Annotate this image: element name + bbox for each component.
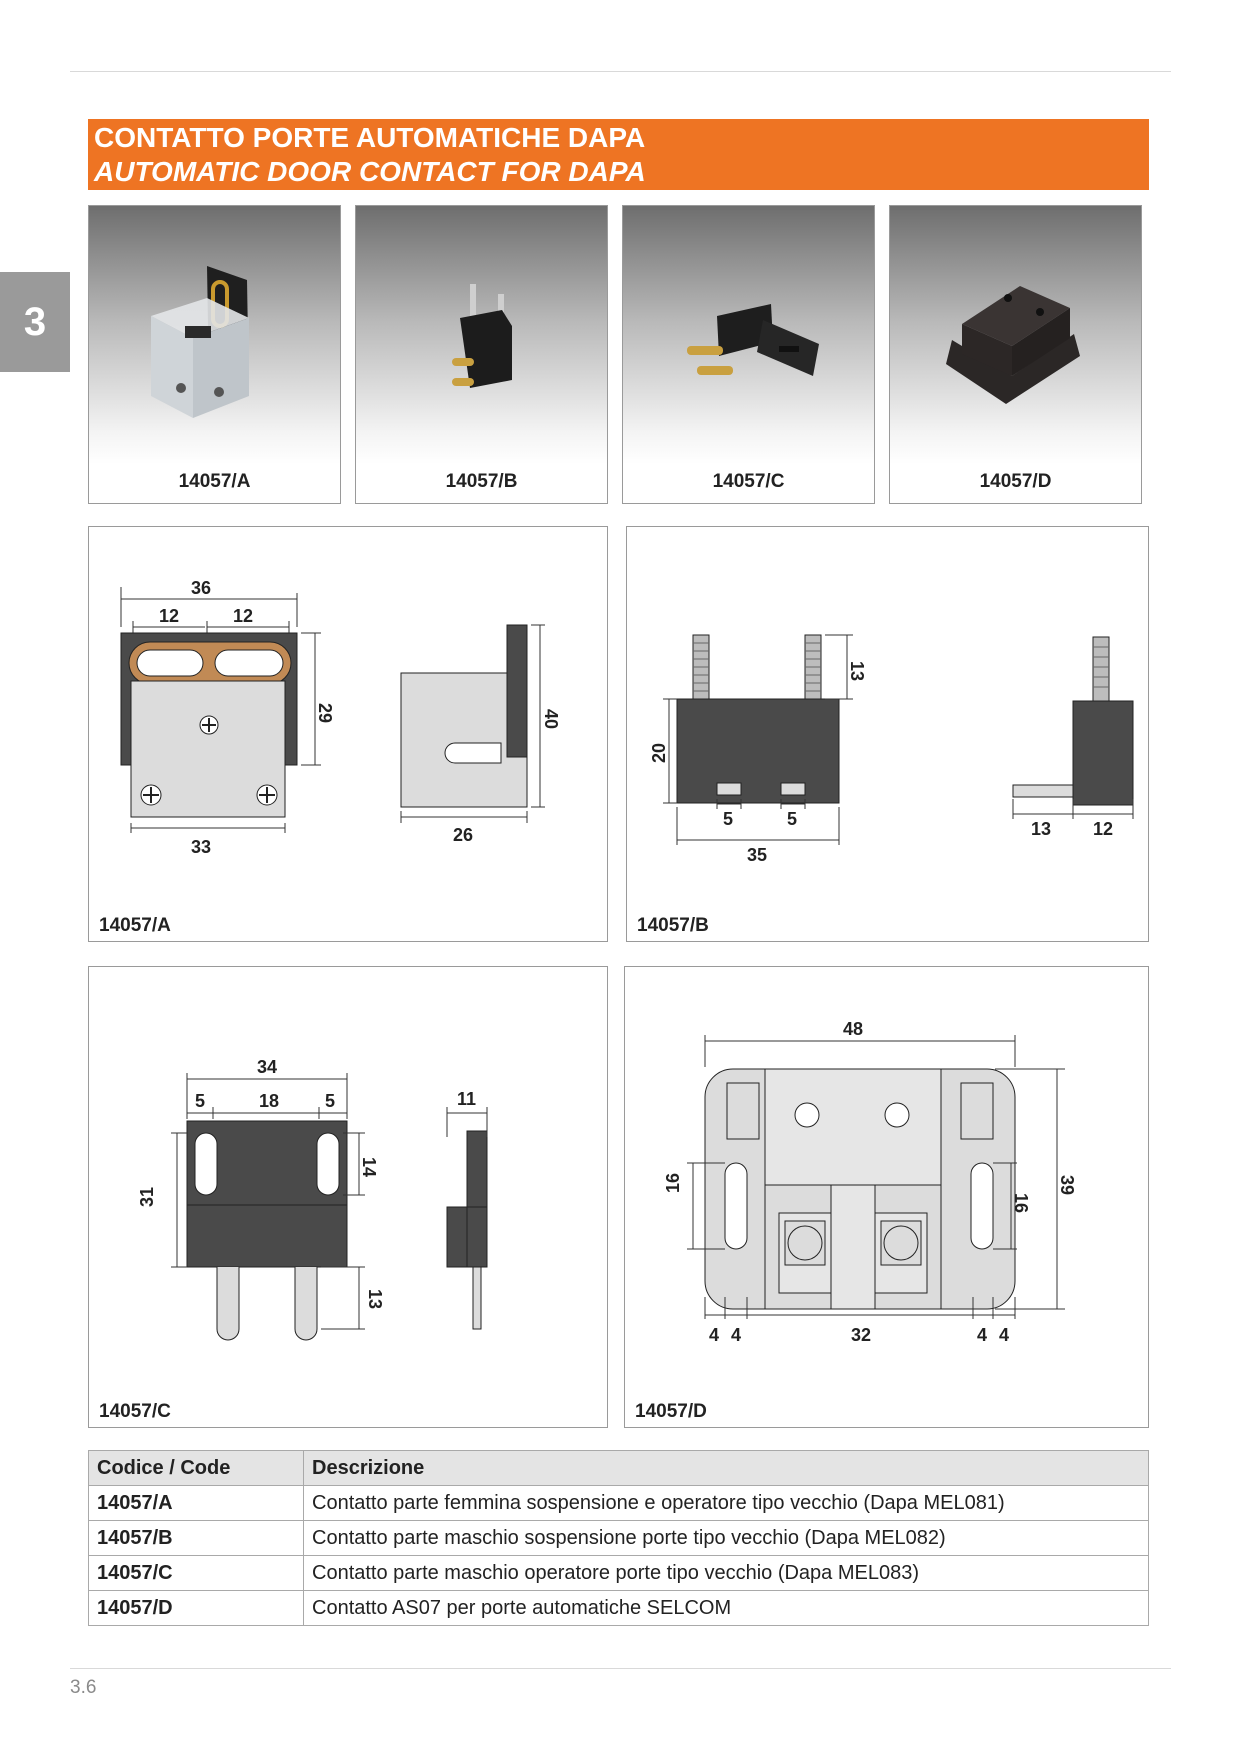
- photo-caption: 14057/A: [178, 471, 251, 492]
- drawing-panel-d: 48 39 16 16 4 4 32 4 4 14057/D: [624, 966, 1149, 1428]
- technical-drawing-b: 13 20 5 5 35 13 12: [649, 634, 1134, 865]
- contact-a-illustration: [151, 266, 249, 418]
- drawing-caption: 14057/C: [99, 1401, 171, 1422]
- row-description: Contatto parte femmina sospensione e ope…: [303, 1485, 1149, 1521]
- dim-bottom-center: 32: [851, 1325, 871, 1345]
- dim-pin-length: 13: [365, 1289, 385, 1309]
- page-number: 3.6: [70, 1677, 97, 1698]
- dim-slot-left: 16: [663, 1173, 683, 1193]
- title-banner: CONTATTO PORTE AUTOMATICHE DAPA AUTOMATI…: [88, 119, 1149, 190]
- contact-b-illustration: [452, 284, 512, 388]
- row-description: Contatto AS07 per porte automatiche SELC…: [303, 1590, 1149, 1626]
- row-code: 14057/A: [88, 1485, 304, 1521]
- product-photo-c: 14057/C: [622, 205, 875, 504]
- header-description: Descrizione: [303, 1450, 1149, 1486]
- dim-total-width: 34: [257, 1057, 277, 1077]
- dim-width: 48: [843, 1019, 863, 1039]
- contact-c-illustration: [687, 304, 819, 376]
- product-photo-b: 14057/B: [355, 205, 608, 504]
- dim-side-pin-length: 13: [1031, 819, 1051, 839]
- table-row: 14057/C Contatto parte maschio operatore…: [88, 1555, 1149, 1591]
- dim-tab-right: 5: [787, 809, 797, 829]
- drawing-caption: 14057/A: [99, 915, 171, 936]
- drawing-caption: 14057/B: [637, 915, 709, 936]
- photo-caption: 14057/C: [712, 471, 785, 492]
- dim-body-width: 35: [747, 845, 767, 865]
- contact-d-illustration: [946, 286, 1080, 404]
- table-row: 14057/A Contatto parte femmina sospensio…: [88, 1485, 1149, 1521]
- dim-bottom-l1: 4: [709, 1325, 719, 1345]
- dim-height: 31: [137, 1187, 157, 1207]
- bottom-rule: [70, 1668, 1171, 1669]
- dim-side-width: 26: [453, 825, 473, 845]
- row-code: 14057/C: [88, 1555, 304, 1591]
- dim-side-height: 40: [541, 709, 561, 729]
- row-code: 14057/D: [88, 1590, 304, 1626]
- photo-caption: 14057/D: [979, 471, 1052, 492]
- technical-drawing-c: 34 5 18 5 31 14 13 11: [137, 1057, 488, 1341]
- header-code: Codice / Code: [88, 1450, 304, 1486]
- dim-side-width: 11: [457, 1089, 476, 1109]
- title-italian: CONTATTO PORTE AUTOMATICHE DAPA: [94, 122, 646, 153]
- row-description: Contatto parte maschio sospensione porte…: [303, 1520, 1149, 1556]
- dim-left: 5: [195, 1091, 205, 1111]
- dim-total-width: 36: [191, 578, 211, 598]
- section-number: 3: [23, 299, 47, 344]
- table-row: 14057/D Contatto AS07 per porte automati…: [88, 1590, 1149, 1626]
- row-code: 14057/B: [88, 1520, 304, 1556]
- drawing-panel-b: 13 20 5 5 35 13 12 14057/B: [626, 526, 1149, 942]
- section-tab[interactable]: 3: [0, 272, 70, 372]
- row-description: Contatto parte maschio operatore porte t…: [303, 1555, 1149, 1591]
- title-english: AUTOMATIC DOOR CONTACT FOR DAPA: [94, 156, 646, 187]
- dim-tab-left: 5: [723, 809, 733, 829]
- dim-bottom-r1: 4: [977, 1325, 987, 1345]
- dim-height-right: 29: [315, 703, 335, 723]
- drawing-caption: 14057/D: [635, 1401, 707, 1422]
- dim-base-width: 33: [191, 837, 211, 857]
- dim-slot-height: 14: [359, 1157, 379, 1177]
- table-header-row: Codice / Code Descrizione: [88, 1450, 1149, 1486]
- product-table: Codice / Code Descrizione 14057/A Contat…: [88, 1450, 1149, 1626]
- dim-center: 18: [259, 1091, 279, 1111]
- drawing-panel-c: 34 5 18 5 31 14 13 11 14057/C: [88, 966, 608, 1428]
- dim-left-slot: 12: [159, 606, 179, 626]
- dim-slot-right: 16: [1011, 1193, 1031, 1213]
- product-photo-d: 14057/D: [889, 205, 1142, 504]
- dim-bottom-l2: 4: [731, 1325, 741, 1345]
- dim-height: 39: [1057, 1175, 1077, 1195]
- table-row: 14057/B Contatto parte maschio sospensio…: [88, 1520, 1149, 1556]
- photo-caption: 14057/B: [445, 471, 518, 492]
- dim-bottom-r2: 4: [999, 1325, 1009, 1345]
- technical-drawing-a: 36 12 12 29 33 40 26: [120, 578, 561, 857]
- product-photo-a: 14057/A: [88, 205, 341, 504]
- dim-pin-height: 13: [847, 661, 867, 681]
- top-rule: [70, 71, 1171, 72]
- dim-right-slot: 12: [233, 606, 253, 626]
- dim-side-body-width: 12: [1093, 819, 1113, 839]
- dim-body-height: 20: [649, 743, 669, 763]
- drawing-panel-a: 36 12 12 29 33 40 26 14057/A: [88, 526, 608, 942]
- technical-drawing-d: 48 39 16 16 4 4 32 4 4: [663, 1019, 1077, 1345]
- dim-right: 5: [325, 1091, 335, 1111]
